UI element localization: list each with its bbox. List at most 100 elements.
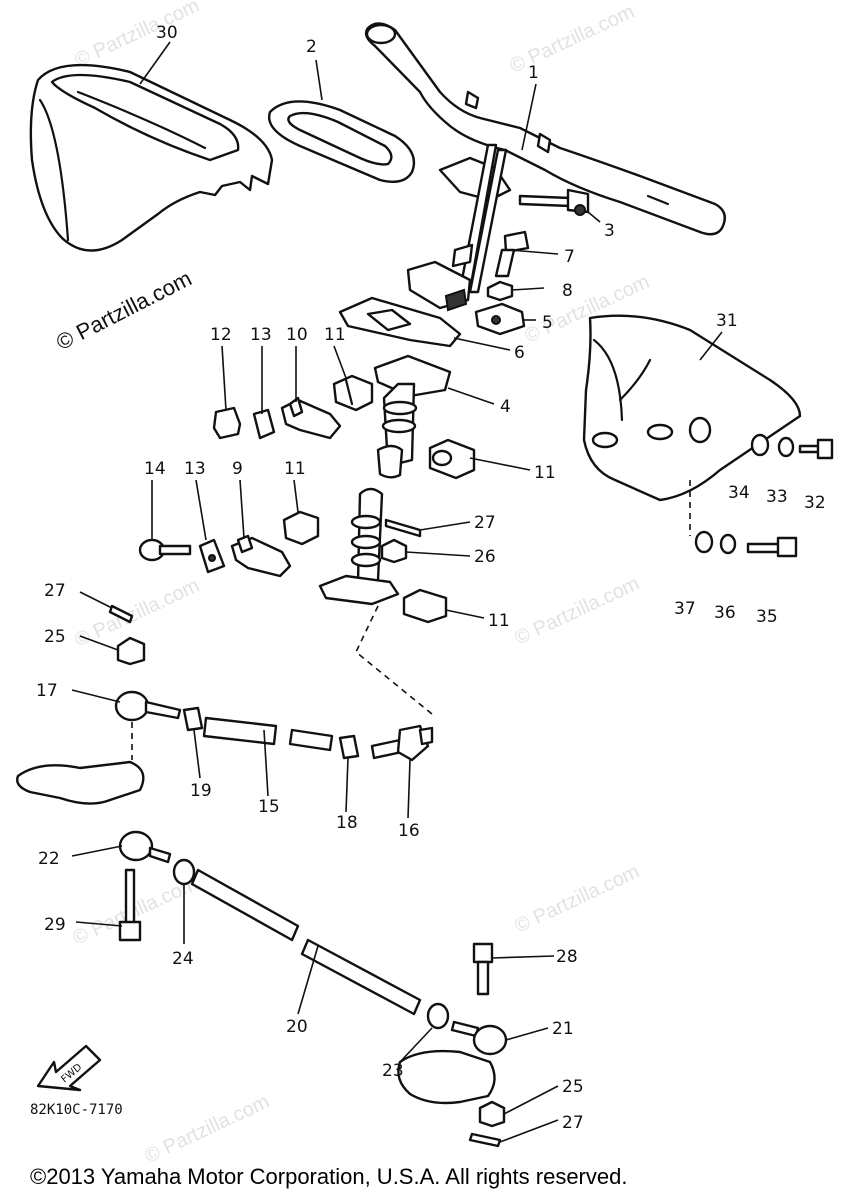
callout-25: 25 bbox=[44, 627, 66, 647]
part-rod-b bbox=[288, 728, 334, 752]
part-6-plate bbox=[338, 296, 462, 348]
callout-27: 27 bbox=[562, 1113, 584, 1133]
part-25-nut bbox=[116, 636, 146, 666]
callout-4: 4 bbox=[500, 397, 511, 417]
callout-15: 15 bbox=[258, 797, 280, 817]
part-11-rubber bbox=[402, 588, 448, 624]
callout-6: 6 bbox=[514, 343, 525, 363]
callout-25: 25 bbox=[562, 1077, 584, 1097]
callout-19: 19 bbox=[190, 781, 212, 801]
part-32-screw bbox=[798, 438, 834, 460]
callout-11: 11 bbox=[324, 325, 346, 345]
part-lower-shaft bbox=[318, 487, 400, 606]
callout-27: 27 bbox=[474, 513, 496, 533]
callout-1: 1 bbox=[528, 63, 539, 83]
callout-14: 14 bbox=[144, 459, 166, 479]
part-18-spacer bbox=[338, 734, 360, 760]
callout-21: 21 bbox=[552, 1019, 574, 1039]
callout-13: 13 bbox=[250, 325, 272, 345]
callout-18: 18 bbox=[336, 813, 358, 833]
part-24-spacer bbox=[172, 858, 196, 886]
copyright-footer: ©2013 Yamaha Motor Corporation, U.S.A. A… bbox=[30, 1164, 628, 1189]
callout-23: 23 bbox=[382, 1061, 404, 1081]
part-3-bolt bbox=[518, 188, 590, 216]
callout-20: 20 bbox=[286, 1017, 308, 1037]
part-30-handle-cover bbox=[29, 63, 274, 252]
part-25-nut bbox=[478, 1100, 506, 1128]
part-2-pad bbox=[267, 100, 416, 183]
part-15-rod bbox=[202, 716, 278, 746]
callout-8: 8 bbox=[562, 281, 573, 301]
callout-37: 37 bbox=[674, 599, 696, 619]
callout-22: 22 bbox=[38, 849, 60, 869]
part-35-screw bbox=[746, 536, 798, 558]
part-19-spacer bbox=[182, 706, 204, 732]
callout-31: 31 bbox=[716, 311, 738, 331]
part-27-cotter-pin bbox=[468, 1132, 502, 1148]
part-1-handlebar bbox=[364, 22, 726, 236]
callout-11: 11 bbox=[488, 611, 510, 631]
callout-10: 10 bbox=[286, 325, 308, 345]
part-11-rubber bbox=[282, 510, 320, 546]
part-9-bracket bbox=[230, 534, 292, 578]
callout-13: 13 bbox=[184, 459, 206, 479]
part-28-bolt bbox=[472, 942, 494, 996]
part-10-bracket bbox=[280, 396, 342, 440]
part-31-side-cover bbox=[582, 314, 802, 502]
part-23-spacer bbox=[426, 1002, 450, 1030]
callout-29: 29 bbox=[44, 915, 66, 935]
part-33-washer bbox=[777, 436, 795, 458]
part-37-washer bbox=[694, 530, 714, 554]
callout-16: 16 bbox=[398, 821, 420, 841]
callouts: 30 2 1 3 7 8 5 6 31 12 13 10 11 4 11 14 … bbox=[36, 23, 826, 1133]
leader-lines bbox=[71, 41, 723, 1143]
callout-30: 30 bbox=[156, 23, 178, 43]
callout-9: 9 bbox=[232, 459, 243, 479]
callout-28: 28 bbox=[556, 947, 578, 967]
callout-12: 12 bbox=[210, 325, 232, 345]
bracket-left bbox=[16, 760, 145, 805]
part-12-grommet bbox=[212, 406, 242, 440]
part-14-bolt bbox=[138, 538, 192, 562]
part-34-washer bbox=[750, 433, 770, 457]
part-13-nut-plate bbox=[198, 538, 226, 574]
callout-17: 17 bbox=[36, 681, 58, 701]
part-column bbox=[406, 143, 512, 312]
diagram-code: 82K10C-7170 bbox=[30, 1102, 123, 1118]
part-11-rubber bbox=[428, 438, 476, 480]
part-27-cotter-pin bbox=[108, 604, 134, 624]
callout-33: 33 bbox=[766, 487, 788, 507]
part-13-nut-plate bbox=[252, 408, 276, 440]
fwd-arrow-icon bbox=[36, 1044, 102, 1092]
callout-36: 36 bbox=[714, 603, 736, 623]
callout-11: 11 bbox=[284, 459, 306, 479]
callout-3: 3 bbox=[604, 221, 615, 241]
part-22-ball-joint bbox=[118, 830, 172, 864]
callout-11: 11 bbox=[534, 463, 556, 483]
callout-34: 34 bbox=[728, 483, 750, 503]
part-17-ball-joint bbox=[114, 690, 182, 760]
part-16-ball-joint bbox=[370, 724, 434, 762]
part-5-clamp bbox=[474, 302, 526, 336]
part-27-cotter-pin bbox=[384, 518, 422, 538]
callout-27: 27 bbox=[44, 581, 66, 601]
callout-26: 26 bbox=[474, 547, 496, 567]
part-20-rod-a bbox=[190, 868, 300, 942]
part-8-nut bbox=[486, 280, 514, 302]
part-7-bolt bbox=[494, 230, 530, 278]
part-21-ball-joint bbox=[450, 1020, 508, 1056]
callout-35: 35 bbox=[756, 607, 778, 627]
callout-2: 2 bbox=[306, 37, 317, 57]
part-11-rubber bbox=[332, 374, 374, 412]
part-26-nut bbox=[380, 538, 408, 564]
part-4-shaft bbox=[373, 354, 452, 479]
callout-5: 5 bbox=[542, 313, 553, 333]
part-29-bolt bbox=[118, 868, 142, 942]
bracket-right bbox=[397, 1049, 496, 1105]
callout-24: 24 bbox=[172, 949, 194, 969]
callout-7: 7 bbox=[564, 247, 575, 267]
part-20-rod-b bbox=[300, 938, 422, 1016]
callout-32: 32 bbox=[804, 493, 826, 513]
